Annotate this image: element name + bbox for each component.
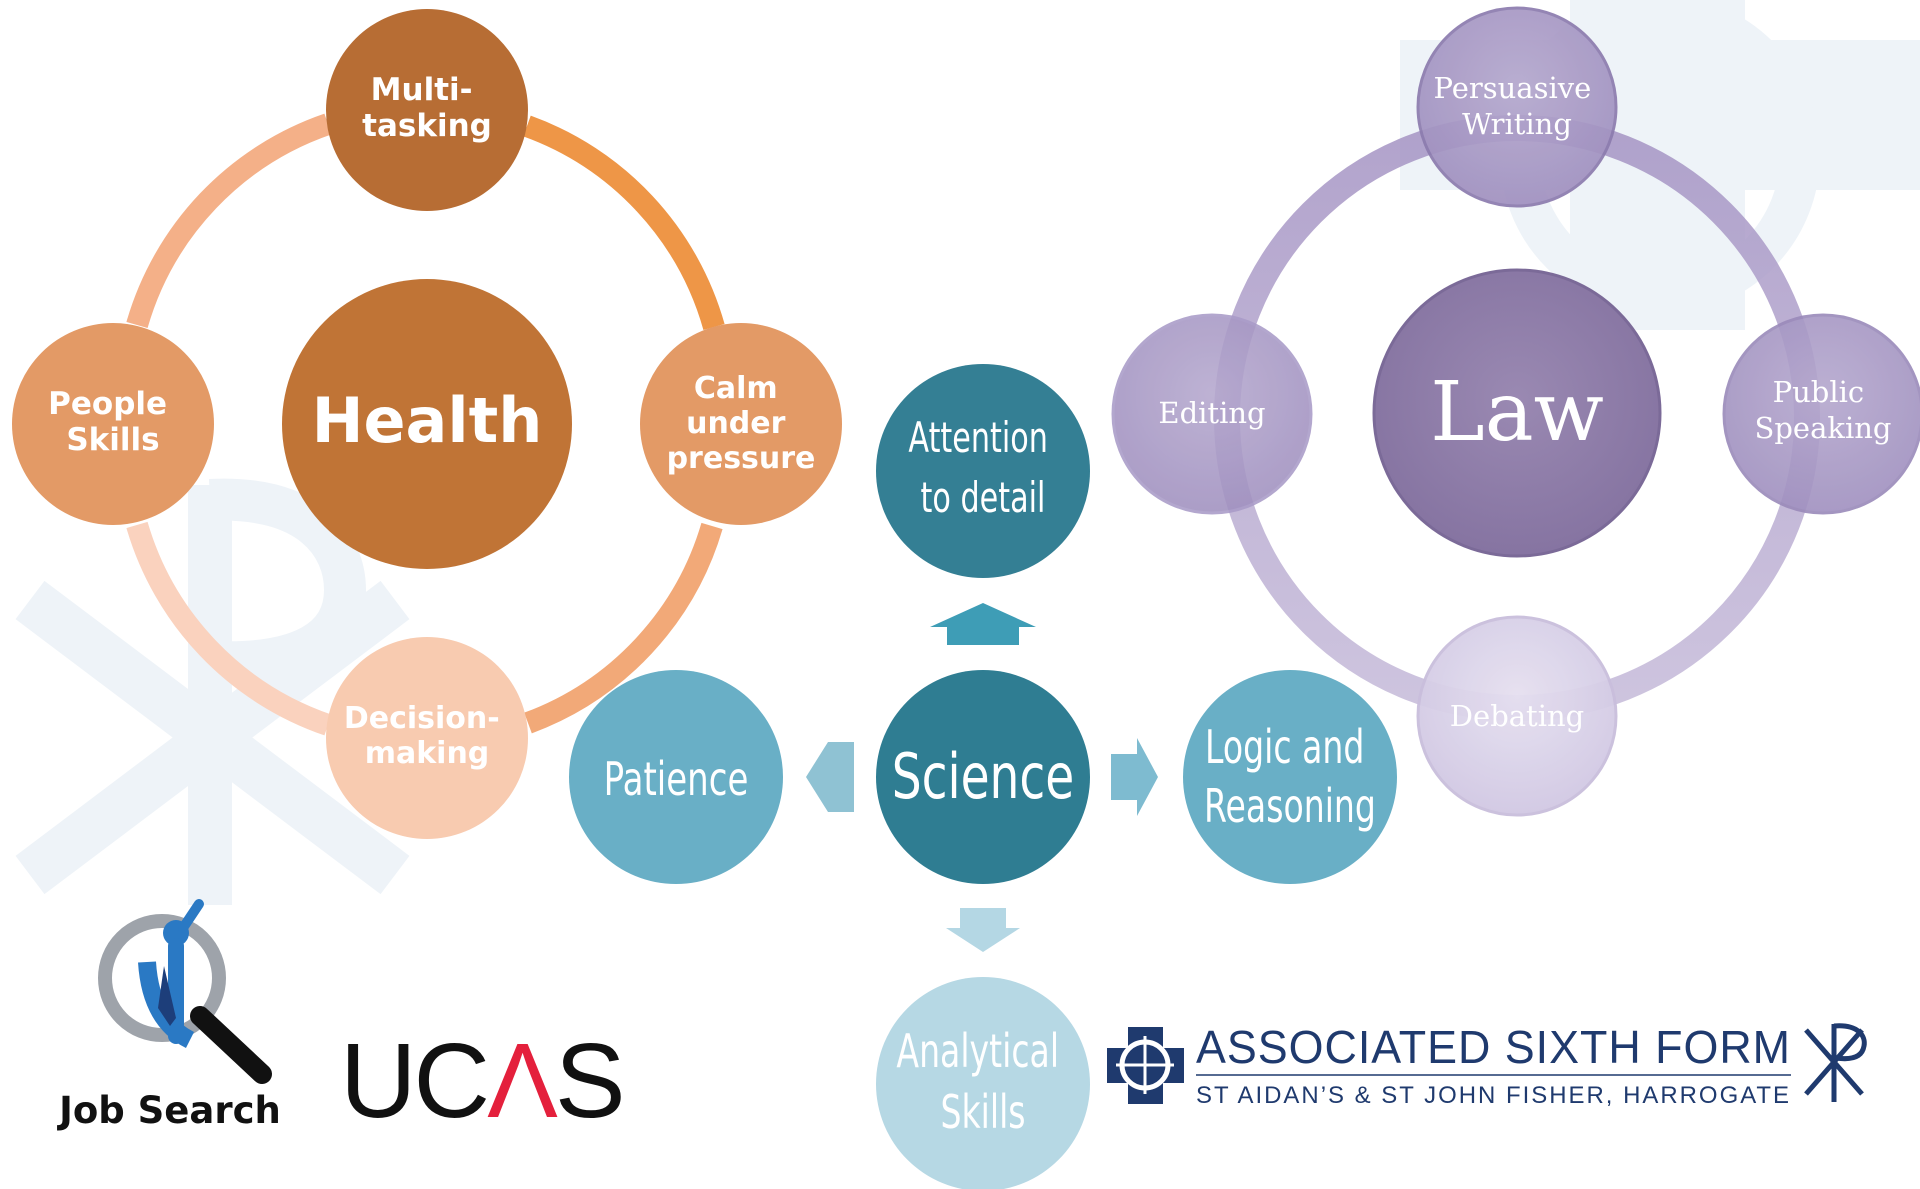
arrow-left <box>806 742 854 812</box>
debating-node <box>1416 615 1618 817</box>
health-center-node <box>282 279 572 569</box>
patience-label: Patience <box>604 752 749 807</box>
analytical-skills-label: Analytical Skills <box>896 1026 1069 1140</box>
science-center-label: Science <box>892 741 1075 813</box>
watermark-chirho-left <box>15 478 410 905</box>
cross-emblem-icon <box>1107 1027 1184 1104</box>
arrow-down <box>946 908 1020 952</box>
science-diagram: Attention to detail Science Patience Log… <box>569 364 1397 1189</box>
health-center-label: Health <box>312 384 543 457</box>
editing-node <box>1111 313 1313 515</box>
debating-label: Debating <box>1450 699 1584 733</box>
sixth-form-title: ASSOCIATED SIXTH FORM <box>1196 1021 1791 1073</box>
people-skills-label: People Skills <box>48 386 178 458</box>
attention-to-detail-label: Attention to detail <box>908 413 1057 522</box>
calm-under-pressure-node <box>640 323 842 525</box>
patience-node <box>569 670 783 884</box>
law-center-label: Law <box>1430 365 1604 460</box>
public-speaking-label: Public Speaking <box>1755 375 1892 445</box>
analytical-skills-node <box>876 977 1090 1189</box>
calm-under-pressure-label: Calm under pressure <box>667 371 816 476</box>
job-search-text: Job Search <box>56 1089 281 1132</box>
law-center-node <box>1372 268 1662 558</box>
persuasive-writing-label: Persuasive Writing <box>1433 71 1600 141</box>
arrow-right <box>1111 738 1158 816</box>
logic-and-reasoning-node <box>1183 670 1397 884</box>
attention-to-detail-node <box>876 364 1090 578</box>
sixth-form-subtitle: ST AIDAN’S & ST JOHN FISHER, HARROGATE <box>1196 1082 1791 1109</box>
law-cycle: Law Persuasive Writing Public Speaking D… <box>1111 6 1920 817</box>
arrow-up <box>930 603 1036 645</box>
persuasive-writing-node <box>1416 6 1618 208</box>
people-skills-node <box>12 323 214 525</box>
multitasking-node <box>326 9 528 211</box>
public-speaking-node <box>1722 313 1920 515</box>
chirho-icon <box>1804 1023 1867 1102</box>
job-search-logo: Job Search <box>56 899 281 1132</box>
ucas-logo: UCΛS <box>340 1022 623 1140</box>
editing-label: Editing <box>1158 396 1265 430</box>
magnifier-icon <box>98 899 272 1084</box>
health-cycle: Health Multi- tasking Calm under pressur… <box>12 9 842 839</box>
associated-sixth-form-logo: ASSOCIATED SIXTH FORM ST AIDAN’S & ST JO… <box>1107 1021 1867 1109</box>
logic-and-reasoning-label: Logic and Reasoning <box>1204 722 1376 834</box>
multitasking-label: Multi- tasking <box>362 72 492 144</box>
decision-making-node <box>326 637 528 839</box>
health-ring <box>126 113 725 736</box>
decision-making-label: Decision- making <box>344 701 510 771</box>
science-center-node <box>876 670 1090 884</box>
